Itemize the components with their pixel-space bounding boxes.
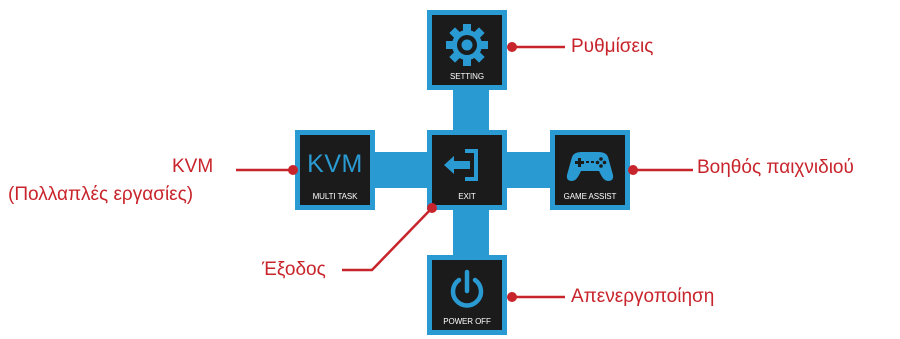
game-assist-callout-text: Βοηθός παιχνιδιού: [697, 157, 854, 178]
exit-callout-line: [342, 207, 433, 272]
setting-callout-text: Ρυθμίσεις: [571, 36, 654, 57]
game-assist-label: GAME ASSIST: [563, 192, 617, 201]
game-assist-tile[interactable]: GAME ASSIST: [550, 130, 630, 210]
gear-icon: [446, 24, 488, 66]
kvm-callout-dot: [288, 165, 298, 175]
exit-callout-dot: [427, 203, 437, 213]
power-off-label: POWER OFF: [443, 317, 491, 326]
kvm-callout-line1: KVM: [172, 156, 214, 177]
setting-tile[interactable]: SETTING: [427, 10, 507, 90]
setting-label: SETTING: [450, 72, 484, 81]
setting-callout-dot: [507, 42, 517, 52]
multi-task-label: MULTI TASK: [312, 192, 358, 201]
gamepad-icon: [566, 152, 614, 181]
power-off-tile[interactable]: POWER OFF: [427, 255, 507, 335]
exit-callout-text: Έξοδος: [262, 259, 326, 280]
power-icon: [450, 269, 484, 308]
exit-label: EXIT: [458, 192, 476, 201]
kvm-callout-line2: (Πολλαπλές εργασίες): [8, 184, 194, 205]
exit-tile[interactable]: EXIT: [427, 130, 507, 210]
game-assist-callout-dot: [628, 165, 638, 175]
power-off-callout-text: Απενεργοποίηση: [571, 286, 715, 307]
power-off-callout-dot: [507, 292, 517, 302]
exit-arrow-icon: [444, 149, 478, 181]
kvm-icon-text: KVM: [307, 150, 363, 178]
